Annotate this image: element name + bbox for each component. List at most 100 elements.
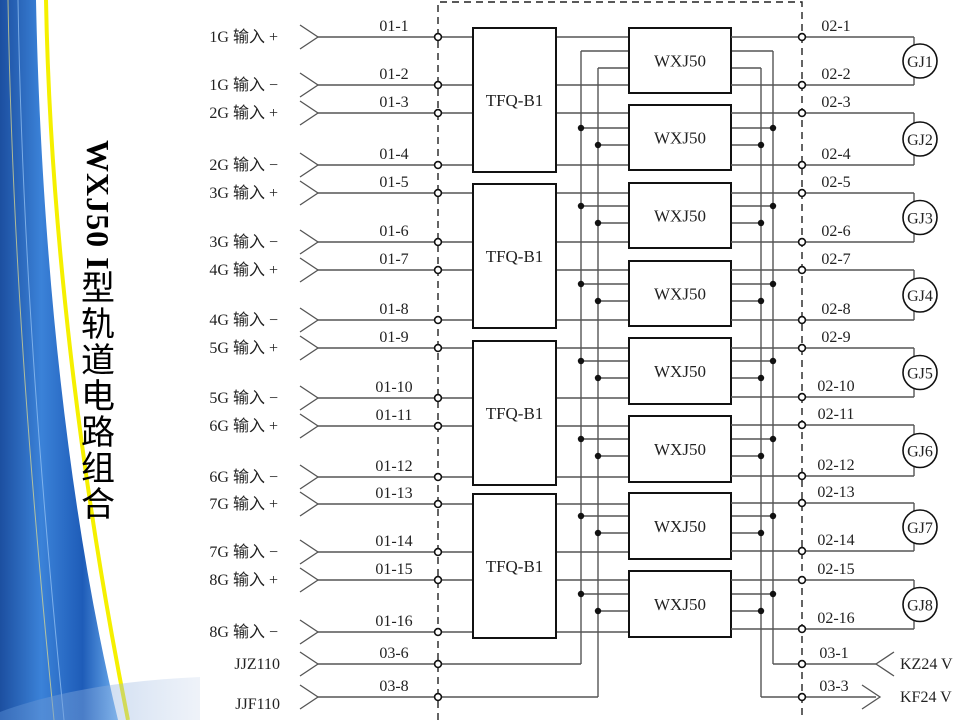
receiver-label: WXJ50	[654, 362, 706, 381]
junction-dot	[577, 512, 585, 520]
junction-dot	[594, 374, 602, 382]
terminal-icon	[433, 237, 443, 247]
receiver-label: WXJ50	[654, 52, 706, 71]
junction-dot	[594, 607, 602, 615]
terminal-icon	[433, 108, 443, 118]
terminal-icon	[797, 237, 807, 247]
terminal-icon	[797, 420, 807, 430]
terminal-icon	[433, 80, 443, 90]
junction-dot	[757, 141, 765, 149]
terminal-label: 01-5	[379, 174, 408, 191]
terminal-icon	[433, 627, 443, 637]
input-label: 6G 输入 −	[209, 468, 278, 486]
receiver-label: WXJ50	[654, 440, 706, 459]
power-output-label: KZ24 V	[900, 656, 953, 673]
terminal-label: 01-6	[379, 223, 408, 240]
terminal-label: 02-1	[821, 18, 850, 35]
terminal-icon	[433, 32, 443, 42]
terminal-icon	[797, 575, 807, 585]
connector-icon	[299, 464, 320, 490]
terminal-label: 01-16	[375, 613, 412, 630]
terminal-label: 03-3	[819, 678, 848, 695]
terminal-icon	[797, 659, 807, 669]
junction-dot	[769, 357, 777, 365]
terminal-icon	[433, 421, 443, 431]
junction-dot	[769, 590, 777, 598]
relay-coil-icon	[902, 432, 938, 469]
terminal-label: 01-8	[379, 301, 408, 318]
terminal-icon	[797, 343, 807, 353]
title-model: WXJ50 I	[80, 140, 116, 271]
connector-icon	[874, 651, 895, 677]
junction-dot	[577, 124, 585, 132]
terminal-label: 01-1	[379, 18, 408, 35]
connector-icon	[299, 684, 320, 710]
receiver-box	[628, 27, 732, 94]
terminal-label: 02-15	[817, 561, 854, 578]
terminal-icon	[433, 315, 443, 325]
relay-label: GJ2	[907, 132, 933, 149]
filter-label: TFQ-B1	[486, 557, 544, 576]
receiver-box	[628, 337, 732, 405]
terminal-label: 01-15	[375, 561, 412, 578]
terminal-label: 02-13	[817, 484, 854, 501]
input-label: 7G 输入 +	[209, 495, 278, 513]
terminal-icon	[797, 498, 807, 508]
connector-icon	[299, 491, 320, 517]
connector-icon	[299, 619, 320, 645]
connector-icon	[299, 567, 320, 593]
relay-coil-icon	[902, 199, 938, 236]
junction-dot	[594, 297, 602, 305]
input-label: 3G 输入 −	[209, 233, 278, 251]
connector-icon	[299, 539, 320, 565]
yellow-stripe	[44, 0, 130, 720]
junction-dot	[757, 529, 765, 537]
input-label: 1G 输入 −	[209, 76, 278, 94]
connector-icon	[299, 385, 320, 411]
terminal-icon	[433, 160, 443, 170]
thin-line-1	[7, 0, 55, 720]
filter-label: TFQ-B1	[486, 404, 544, 423]
junction-dot	[769, 512, 777, 520]
terminal-label: 01-12	[375, 458, 412, 475]
junction-dot	[757, 219, 765, 227]
relay-label: GJ4	[907, 288, 933, 305]
input-label: 5G 输入 −	[209, 389, 278, 407]
terminal-label: 03-1	[819, 645, 848, 662]
receiver-label: WXJ50	[654, 207, 706, 226]
relay-coil-icon	[902, 354, 938, 391]
terminal-label: 02-4	[821, 146, 850, 163]
terminal-label: 01-9	[379, 329, 408, 346]
junction-dot	[757, 452, 765, 460]
relay-coil-icon	[902, 121, 938, 157]
junction-dot	[757, 607, 765, 615]
junction-dot	[594, 452, 602, 460]
terminal-icon	[433, 188, 443, 198]
input-label: 2G 输入 −	[209, 156, 278, 174]
terminal-label: 03-6	[379, 645, 408, 662]
power-input-label: JJZ110	[234, 656, 280, 673]
terminal-label: 02-9	[821, 329, 850, 346]
terminal-label: 02-16	[817, 610, 854, 627]
connector-icon	[299, 229, 320, 255]
relay-label: GJ6	[907, 444, 933, 461]
input-label: 7G 输入 −	[209, 543, 278, 561]
receiver-box	[628, 415, 732, 483]
receiver-box	[628, 492, 732, 560]
filter-box	[472, 493, 557, 639]
relay-label: GJ8	[907, 598, 933, 615]
cabinet-boundary	[437, 1, 803, 720]
terminal-icon	[797, 108, 807, 118]
relay-label: GJ1	[907, 54, 933, 71]
relay-label: GJ5	[907, 366, 933, 383]
connector-icon	[299, 257, 320, 283]
junction-dot	[577, 202, 585, 210]
connector-icon	[299, 413, 320, 439]
input-label: 1G 输入 +	[209, 28, 278, 46]
junction-dot	[594, 529, 602, 537]
relay-coil-icon	[902, 509, 938, 545]
terminal-icon	[433, 659, 443, 669]
slide-title: WXJ50 I 型 轨 道 电 路 组 合	[78, 140, 118, 523]
